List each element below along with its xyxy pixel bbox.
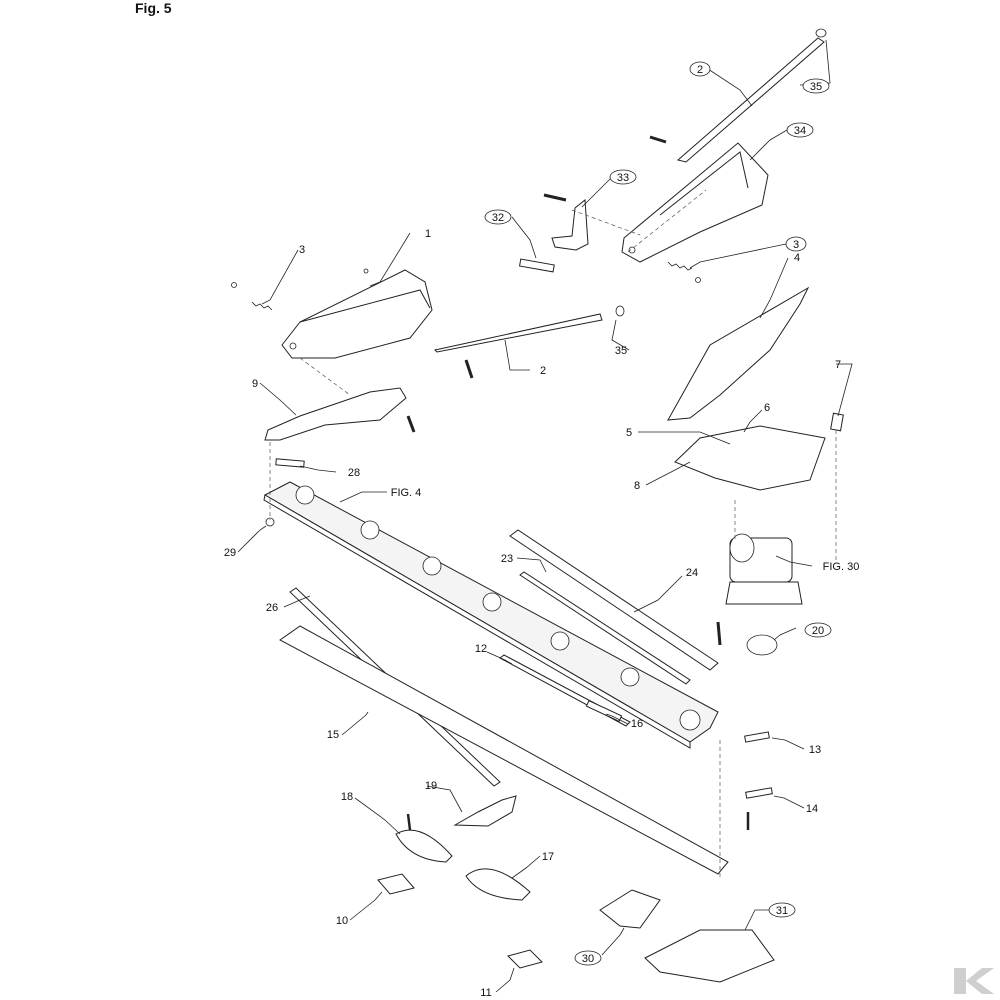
callout-2-lower: 2: [540, 365, 546, 377]
part-o-ring: [746, 634, 778, 656]
part-support: [264, 387, 407, 441]
callout-18: 18: [341, 791, 353, 803]
part-11: [507, 949, 543, 969]
callout-fig-4: FIG. 4: [391, 487, 422, 499]
part-rod-lower: [433, 305, 625, 353]
callout-9: 9: [252, 378, 258, 390]
callout-7: 7: [835, 359, 841, 371]
part-guard-18: [395, 829, 453, 863]
callout-31: 31: [768, 902, 796, 918]
assembly-guides: [269, 189, 837, 880]
part-bolt-support: [406, 415, 416, 433]
part-30: [599, 889, 661, 929]
callout-30: 30: [574, 950, 602, 966]
callout-fig-30: FIG. 30: [823, 561, 860, 573]
callout-11: 11: [480, 987, 491, 999]
part-shim: [275, 458, 305, 468]
part-gearbox: [725, 533, 803, 605]
callout-3-left: 3: [299, 244, 305, 256]
callout-12: 12: [475, 643, 487, 655]
callout-15: 15: [327, 729, 339, 741]
callout-label: 30: [582, 953, 594, 965]
part-strip-23: [519, 571, 691, 685]
part-10: [377, 873, 415, 895]
part-bolt-lower: [464, 359, 474, 379]
part-rod-upper: [676, 28, 827, 163]
callout-4: 4: [794, 252, 800, 264]
part-guard-17: [465, 868, 531, 901]
part-skid: [279, 625, 729, 875]
callout-2-upper: 2: [689, 61, 711, 77]
callout-label: 3: [793, 239, 799, 251]
callout-19: 19: [425, 780, 437, 792]
callout-35-lower: 35: [615, 345, 627, 357]
part-plate: [518, 258, 555, 273]
part-link-14: [745, 787, 773, 799]
part-link-13: [744, 731, 770, 743]
part-clip: [830, 412, 844, 432]
figure-title: Fig. 5: [135, 0, 172, 16]
callout-17: 17: [542, 851, 554, 863]
callout-label: 33: [617, 172, 629, 184]
leader-lines: [237, 39, 853, 993]
part-bolt-20: [716, 621, 722, 646]
callout-14: 14: [806, 803, 818, 815]
callout-13: 13: [809, 744, 821, 756]
part-nut: [265, 517, 275, 527]
part-deflector-19: [453, 795, 517, 827]
callout-29: 29: [224, 547, 236, 559]
part-bolt-18: [406, 813, 412, 831]
callouts: 2 35 34 33 32 3 3 1 4 2 35 9 7 6 5 28 FI…: [224, 61, 860, 999]
callout-5: 5: [626, 427, 632, 439]
callout-34: 34: [786, 122, 814, 138]
callout-6: 6: [764, 402, 770, 414]
part-guard-upper: [621, 142, 769, 263]
callout-24: 24: [686, 567, 698, 579]
part-bolt-upper: [543, 135, 667, 202]
part-bracket: [551, 199, 589, 251]
part-spring-right: [667, 261, 701, 283]
part-spring-left: [231, 282, 273, 311]
callout-label: 34: [794, 125, 806, 137]
part-guard-left: [281, 268, 433, 359]
callout-label: 31: [776, 905, 788, 917]
callout-1: 1: [425, 228, 431, 240]
part-cutterbar: [263, 481, 719, 749]
callout-28: 28: [348, 467, 360, 479]
callout-label: 35: [810, 81, 822, 93]
part-bar-24: [509, 529, 719, 671]
callout-10: 10: [336, 915, 348, 927]
callout-32: 32: [484, 209, 512, 225]
callout-label: 32: [492, 212, 504, 224]
callout-3-right: 3: [785, 236, 807, 252]
callout-label: 20: [812, 625, 824, 637]
brand-k-icon: [954, 968, 994, 994]
callout-16: 16: [631, 718, 643, 730]
callout-35-upper: 35: [802, 78, 830, 94]
part-shield: [674, 425, 826, 491]
callout-8: 8: [634, 480, 640, 492]
part-31: [644, 929, 775, 983]
part-deflector: [667, 286, 810, 421]
callout-label: 2: [697, 64, 703, 76]
callout-33: 33: [609, 169, 637, 185]
callout-26: 26: [266, 602, 278, 614]
callout-23: 23: [501, 553, 513, 565]
callout-20: 20: [804, 622, 832, 638]
